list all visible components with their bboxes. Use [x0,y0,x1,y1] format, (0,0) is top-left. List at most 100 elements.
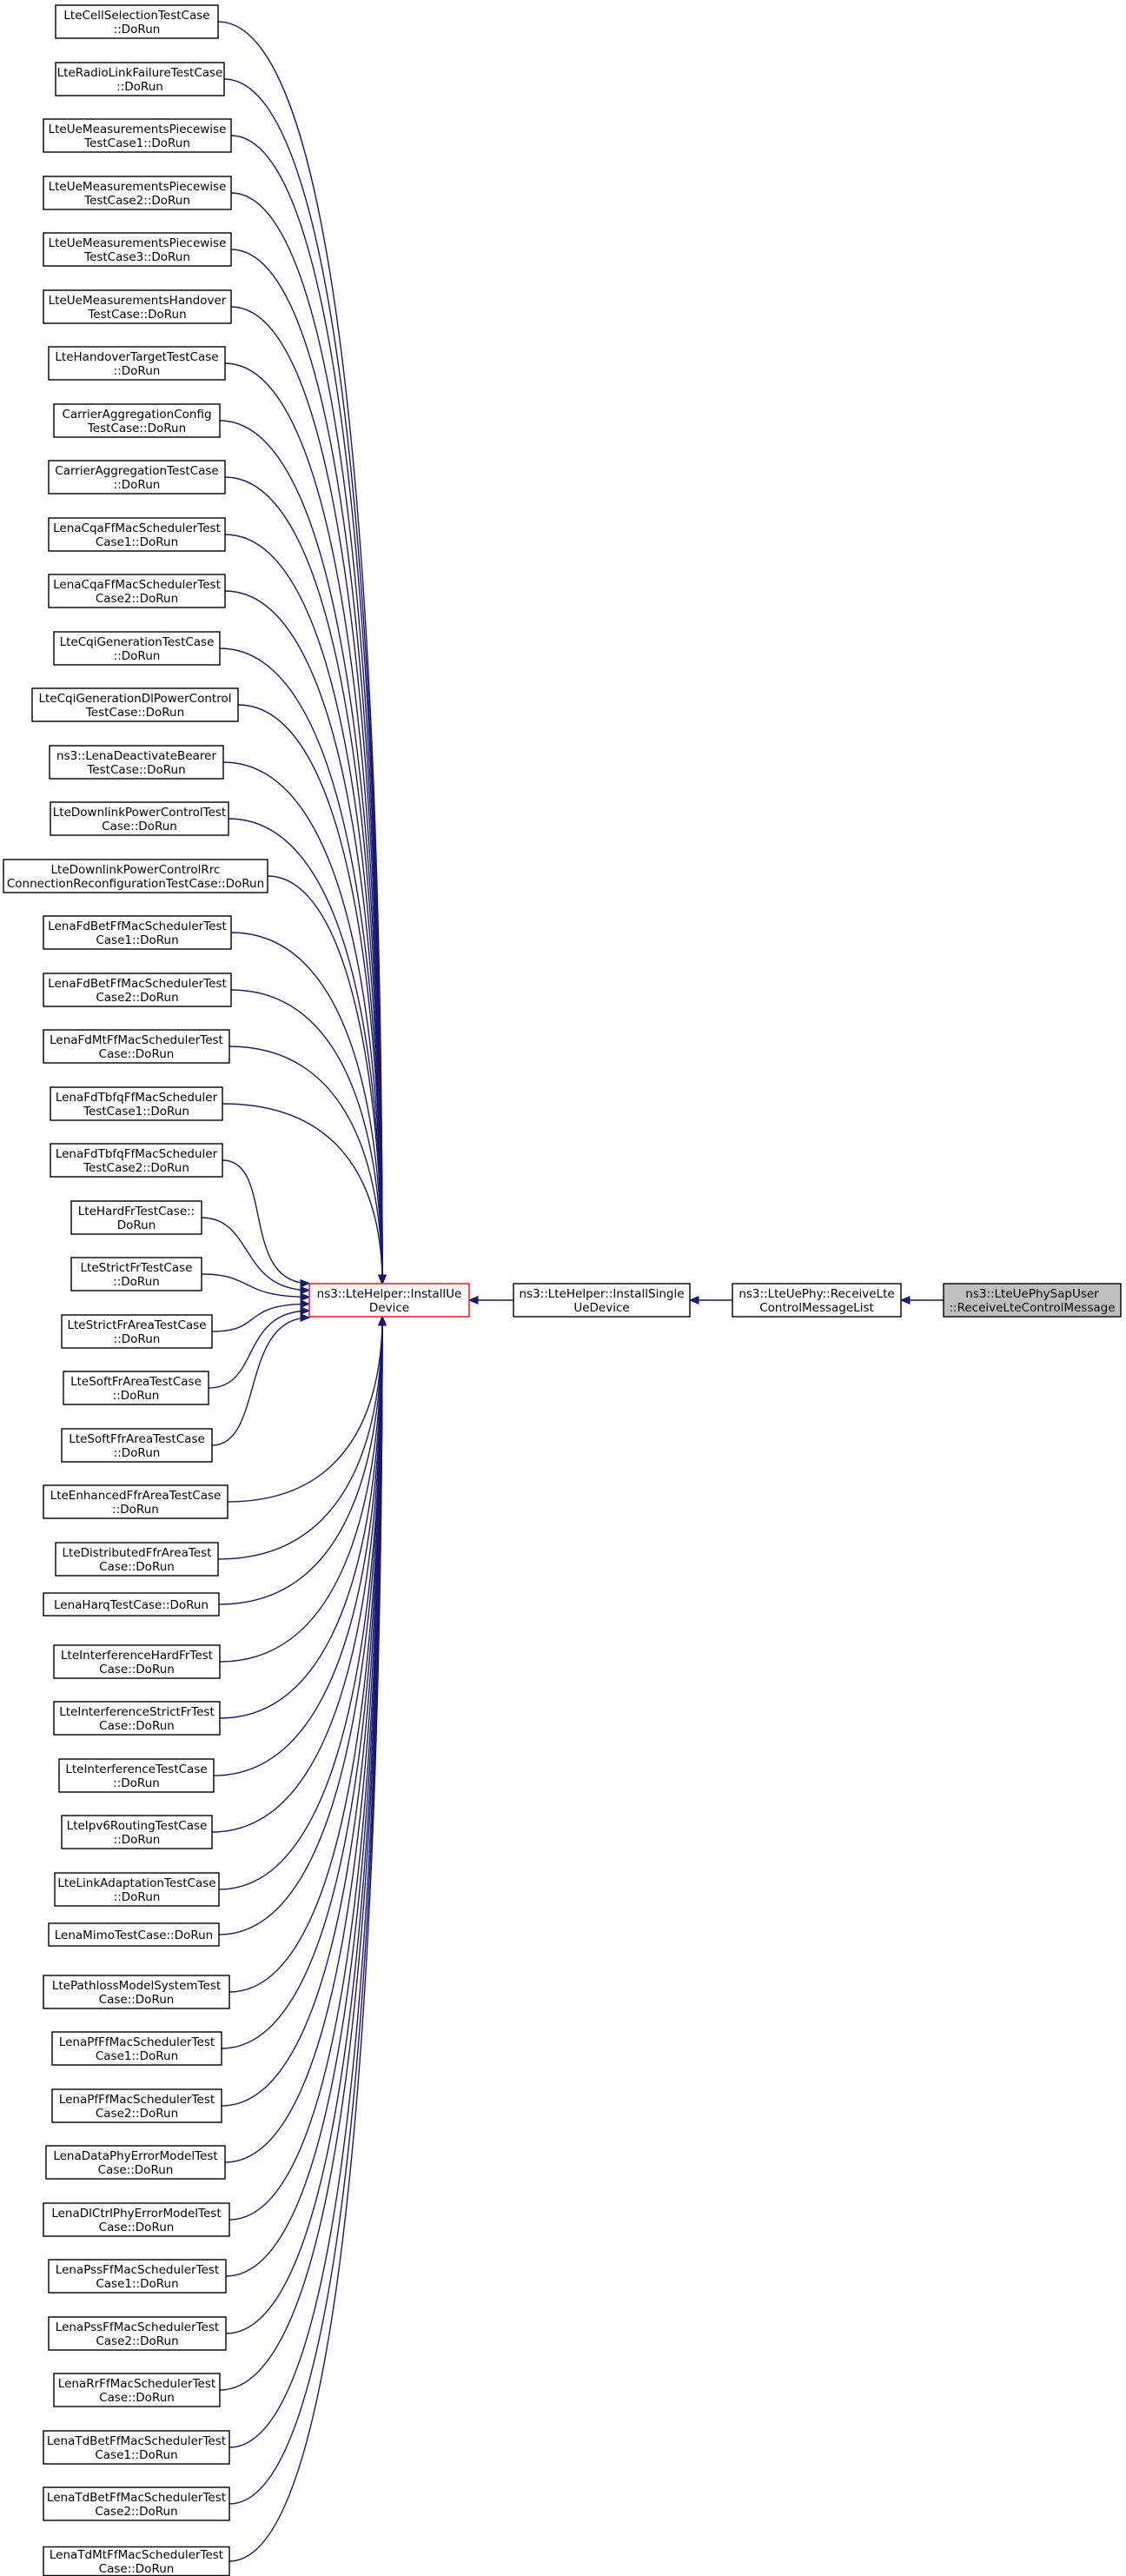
caller-node-c33-label-line: LteLinkAdaptationTestCase [57,1876,215,1890]
edge-line [201,1273,310,1298]
caller-node-c12-label-line: LteCqiGenerationDlPowerControl [39,692,232,706]
caller-node-c28[interactable]: LenaHarqTestCase::DoRun [43,1592,220,1617]
node-receive-lte-control-message[interactable]: ns3::LteUePhySapUser::ReceiveLteControlM… [943,1283,1122,1318]
caller-node-c39-label-line: Case::DoRun [99,2221,175,2234]
caller-node-c15-box [3,859,268,893]
caller-node-c32-box [61,1815,213,1849]
caller-node-c16-label-line: Case1::DoRun [96,933,178,947]
caller-node-c38-label-line: Case::DoRun [98,2163,174,2177]
caller-node-c31-box [58,1758,215,1793]
caller-node-c2-label-line: TestCase1::DoRun [83,136,190,150]
caller-node-c3-label-line: LteUeMeasurementsPiecewise [49,180,227,194]
caller-node-c24[interactable]: LteSoftFrAreaTestCase::DoRun [63,1371,209,1405]
caller-node-c22[interactable]: LteStrictFrTestCase::DoRun [70,1257,202,1291]
graph-nodes: LteCellSelectionTestCase::DoRunLteRadioL… [3,4,1122,2576]
caller-node-c36-box [51,2031,222,2066]
caller-node-c10-label-line: LenaCqaFfMacSchedulerTest [53,578,221,592]
edge-line [230,989,383,1285]
caller-node-c32[interactable]: LteIpv6RoutingTestCase::DoRun [61,1815,213,1849]
node-receive-lte-control-message-list[interactable]: ns3::LteUePhy::ReceiveLteControlMessageL… [732,1283,902,1318]
caller-node-c23-label-line: LteStrictFrAreaTestCase [67,1318,206,1332]
caller-node-c22-label-line: LteStrictFrTestCase [81,1261,193,1275]
node-receive-lte-control-message-box [943,1283,1122,1318]
caller-node-c23[interactable]: LteStrictFrAreaTestCase::DoRun [61,1314,213,1349]
caller-node-c11-label-line: ::DoRun [114,649,161,663]
caller-node-c5-label-line: LteUeMeasurementsHandover [49,294,227,308]
caller-node-c3-box [43,176,232,210]
caller-node-c26-box [43,1484,229,1519]
caller-node-c4[interactable]: LteUeMeasurementsPiecewiseTestCase3::DoR… [43,232,232,267]
caller-node-c17-box [43,973,232,1007]
caller-node-c31[interactable]: LteInterferenceTestCase::DoRun [58,1758,215,1793]
caller-node-c41-label-line: Case2::DoRun [96,2334,178,2348]
caller-node-c1-label-line: LteRadioLinkFailureTestCase [57,66,223,80]
caller-node-c25-box [61,1428,213,1463]
caller-node-c6[interactable]: LteHandoverTargetTestCase::DoRun [48,346,226,381]
caller-node-c44-box [43,2486,230,2521]
caller-node-c20-box [50,1143,223,1178]
caller-node-c5-label-line: TestCase::DoRun [87,308,186,322]
edge-line [222,1103,383,1285]
caller-node-c21-label-line: DoRun [117,1218,156,1232]
caller-node-c41-label-line: LenaPssFfMacSchedulerTest [56,2320,219,2334]
caller-node-c11[interactable]: LteCqiGenerationTestCase::DoRun [53,631,221,666]
caller-node-c25[interactable]: LteSoftFfrAreaTestCase::DoRun [61,1428,213,1463]
node-install-single-ue-device-box [513,1283,691,1318]
caller-node-c3[interactable]: LteUeMeasurementsPiecewiseTestCase2::DoR… [43,176,232,210]
caller-node-c12[interactable]: LteCqiGenerationDlPowerControlTestCase::… [31,687,239,722]
edge-c33-to-install-ue-device [218,1315,387,1890]
edge-c27-to-install-ue-device [217,1315,387,1560]
caller-node-c34[interactable]: LenaMimoTestCase::DoRun [48,1922,220,1947]
caller-node-c7-label-line: CarrierAggregationConfig [62,408,211,422]
caller-node-c15-label-line: ConnectionReconfigurationTestCase::DoRun [7,877,264,891]
caller-node-c26[interactable]: LteEnhancedFfrAreaTestCase::DoRun [43,1484,229,1519]
edge-line [237,704,383,1285]
caller-node-c34-box [48,1922,220,1947]
edge-arrowhead [899,1296,911,1305]
caller-node-c25-label-line: ::DoRun [114,1446,161,1460]
node-receive-lte-control-message-list-label-line: ControlMessageList [759,1301,874,1315]
caller-node-c18-box [43,1029,230,1064]
caller-node-c16-label-line: LenaFdBetFfMacSchedulerTest [48,920,227,933]
caller-node-c2[interactable]: LteUeMeasurementsPiecewiseTestCase1::DoR… [43,118,232,153]
caller-node-c8[interactable]: CarrierAggregationTestCase::DoRun [48,460,226,495]
caller-node-c1[interactable]: LteRadioLinkFailureTestCase::DoRun [55,62,225,96]
caller-node-c21-label-line: LteHardFrTestCase:: [78,1205,195,1218]
caller-node-c38-box [45,2145,226,2180]
caller-node-c0[interactable]: LteCellSelectionTestCase::DoRun [55,4,219,39]
node-install-single-ue-device-label-line: ns3::LteHelper::InstallSingle [519,1287,684,1301]
caller-node-c33[interactable]: LteLinkAdaptationTestCase::DoRun [54,1872,220,1907]
caller-node-c42-box [53,2373,221,2407]
node-receive-lte-control-message-list-box [732,1283,902,1318]
edge-c19-to-install-ue-device [222,1103,387,1285]
caller-node-c15[interactable]: LteDownlinkPowerControlRrcConnectionReco… [3,859,268,893]
caller-node-c21[interactable]: LteHardFrTestCase::DoRun [70,1200,202,1235]
